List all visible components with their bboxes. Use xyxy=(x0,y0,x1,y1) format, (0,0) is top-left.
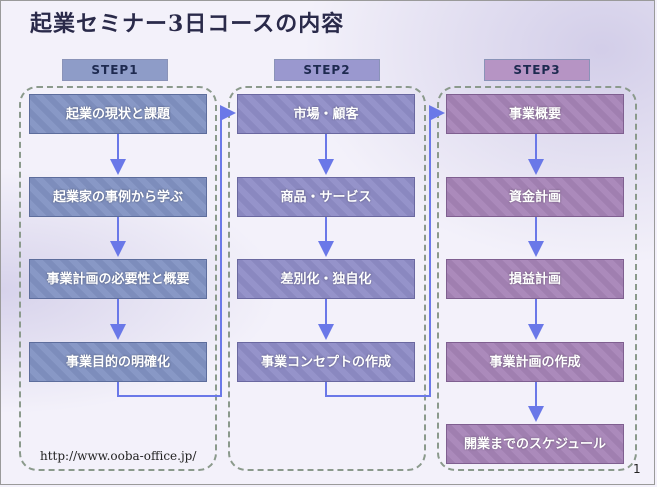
step2-tag: STEP2 xyxy=(274,59,380,81)
page-number: 1 xyxy=(633,462,641,476)
step2-item-2: 商品・サービス xyxy=(237,177,415,217)
step3-item-4: 事業計画の作成 xyxy=(446,342,624,382)
footer-url[interactable]: http://www.ooba-office.jp/ xyxy=(40,449,197,463)
step1-item-2: 起業家の事例から学ぶ xyxy=(29,177,207,217)
arrow-s1-to-s2 xyxy=(117,105,236,397)
step3-item-2: 資金計画 xyxy=(446,177,624,217)
step3-tag: STEP3 xyxy=(484,59,590,81)
step3-group xyxy=(437,86,637,471)
step1-item-4: 事業目的の明確化 xyxy=(29,342,207,382)
step2-group xyxy=(228,86,426,471)
slide-title: 起業セミナー3日コースの内容 xyxy=(30,11,345,37)
step2-item-1: 市場・顧客 xyxy=(237,94,415,134)
step2-item-3: 差別化・独自化 xyxy=(237,259,415,299)
step2-item-4: 事業コンセプトの作成 xyxy=(237,342,415,382)
step3-item-1: 事業概要 xyxy=(446,94,624,134)
arrow-s2-to-s3 xyxy=(325,105,445,397)
step1-item-1: 起業の現状と課題 xyxy=(29,94,207,134)
step3-item-3: 損益計画 xyxy=(446,259,624,299)
step1-item-3: 事業計画の必要性と概要 xyxy=(29,259,207,299)
step3-item-5: 開業までのスケジュール xyxy=(446,424,624,464)
step1-tag: STEP1 xyxy=(62,59,168,81)
step1-group xyxy=(19,86,217,471)
